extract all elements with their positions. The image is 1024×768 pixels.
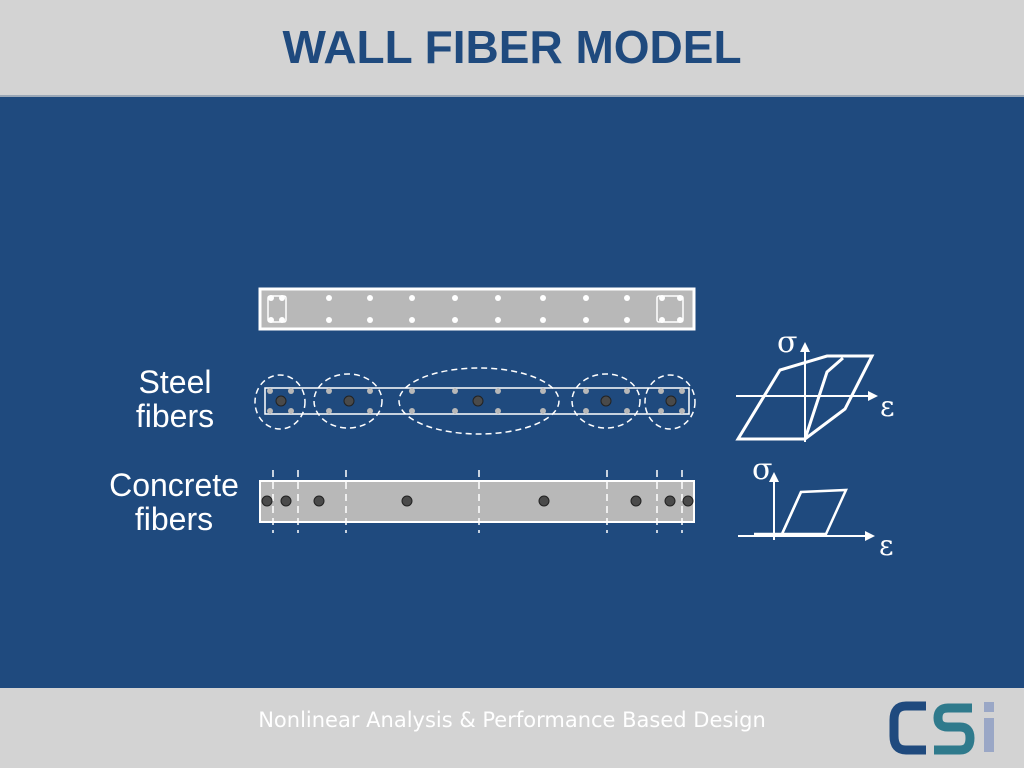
- sigma-symbol-steel: σ: [777, 325, 797, 360]
- concrete-label-line2: fibers: [134, 501, 214, 537]
- steel-fibers-section: [254, 367, 696, 435]
- steel-fibers-label: Steel fibers: [110, 365, 240, 433]
- title-bar: WALL FIBER MODEL: [0, 0, 1024, 97]
- wall-section-top: [258, 287, 696, 331]
- epsilon-symbol-concrete: ε: [879, 529, 894, 562]
- sigma-symbol-concrete: σ: [752, 452, 772, 487]
- concrete-label-line1: Concrete: [109, 467, 239, 503]
- steel-label-line1: Steel: [138, 364, 212, 400]
- footer-text: Nonlinear Analysis & Performance Based D…: [258, 708, 766, 732]
- page-title: WALL FIBER MODEL: [282, 21, 742, 73]
- csi-logo: [889, 701, 994, 755]
- concrete-stress-strain-graph: σ ε: [738, 452, 894, 562]
- footer-bar: Nonlinear Analysis & Performance Based D…: [0, 688, 1024, 768]
- concrete-fibers-label: Concrete fibers: [92, 468, 256, 536]
- concrete-fibers-section: [259, 470, 695, 533]
- steel-stress-strain-graph: σ ε: [735, 325, 895, 442]
- slide-content: σ ε σ ε Steel fibers Concrete fibers: [0, 97, 1024, 688]
- epsilon-symbol-steel: ε: [880, 390, 895, 423]
- steel-label-line2: fibers: [135, 398, 215, 434]
- wall-fiber-diagram: σ ε σ ε: [254, 287, 895, 562]
